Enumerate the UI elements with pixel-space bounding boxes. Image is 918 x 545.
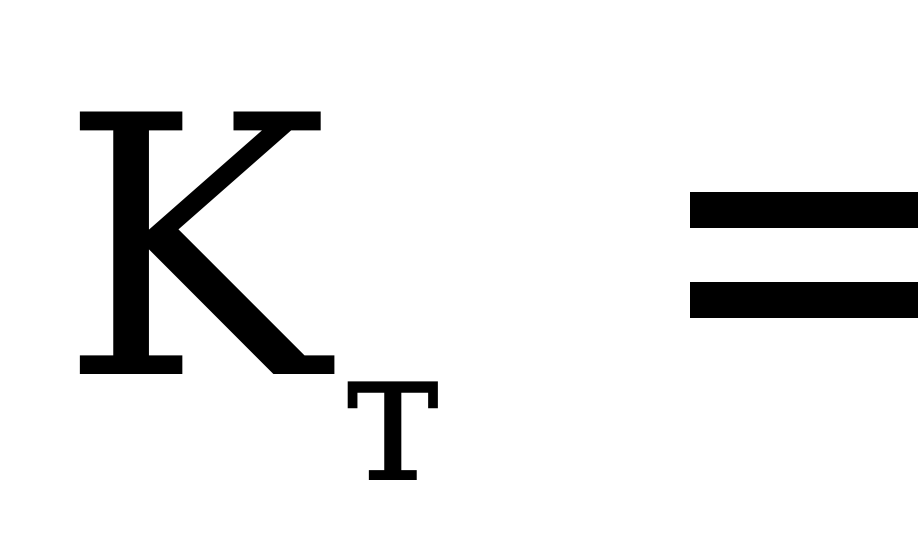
formula-main-symbol: K bbox=[60, 40, 329, 459]
equals-sign-bottom-bar bbox=[690, 282, 918, 318]
equals-sign-top-bar bbox=[690, 192, 918, 228]
formula-subscript: т bbox=[340, 304, 446, 525]
